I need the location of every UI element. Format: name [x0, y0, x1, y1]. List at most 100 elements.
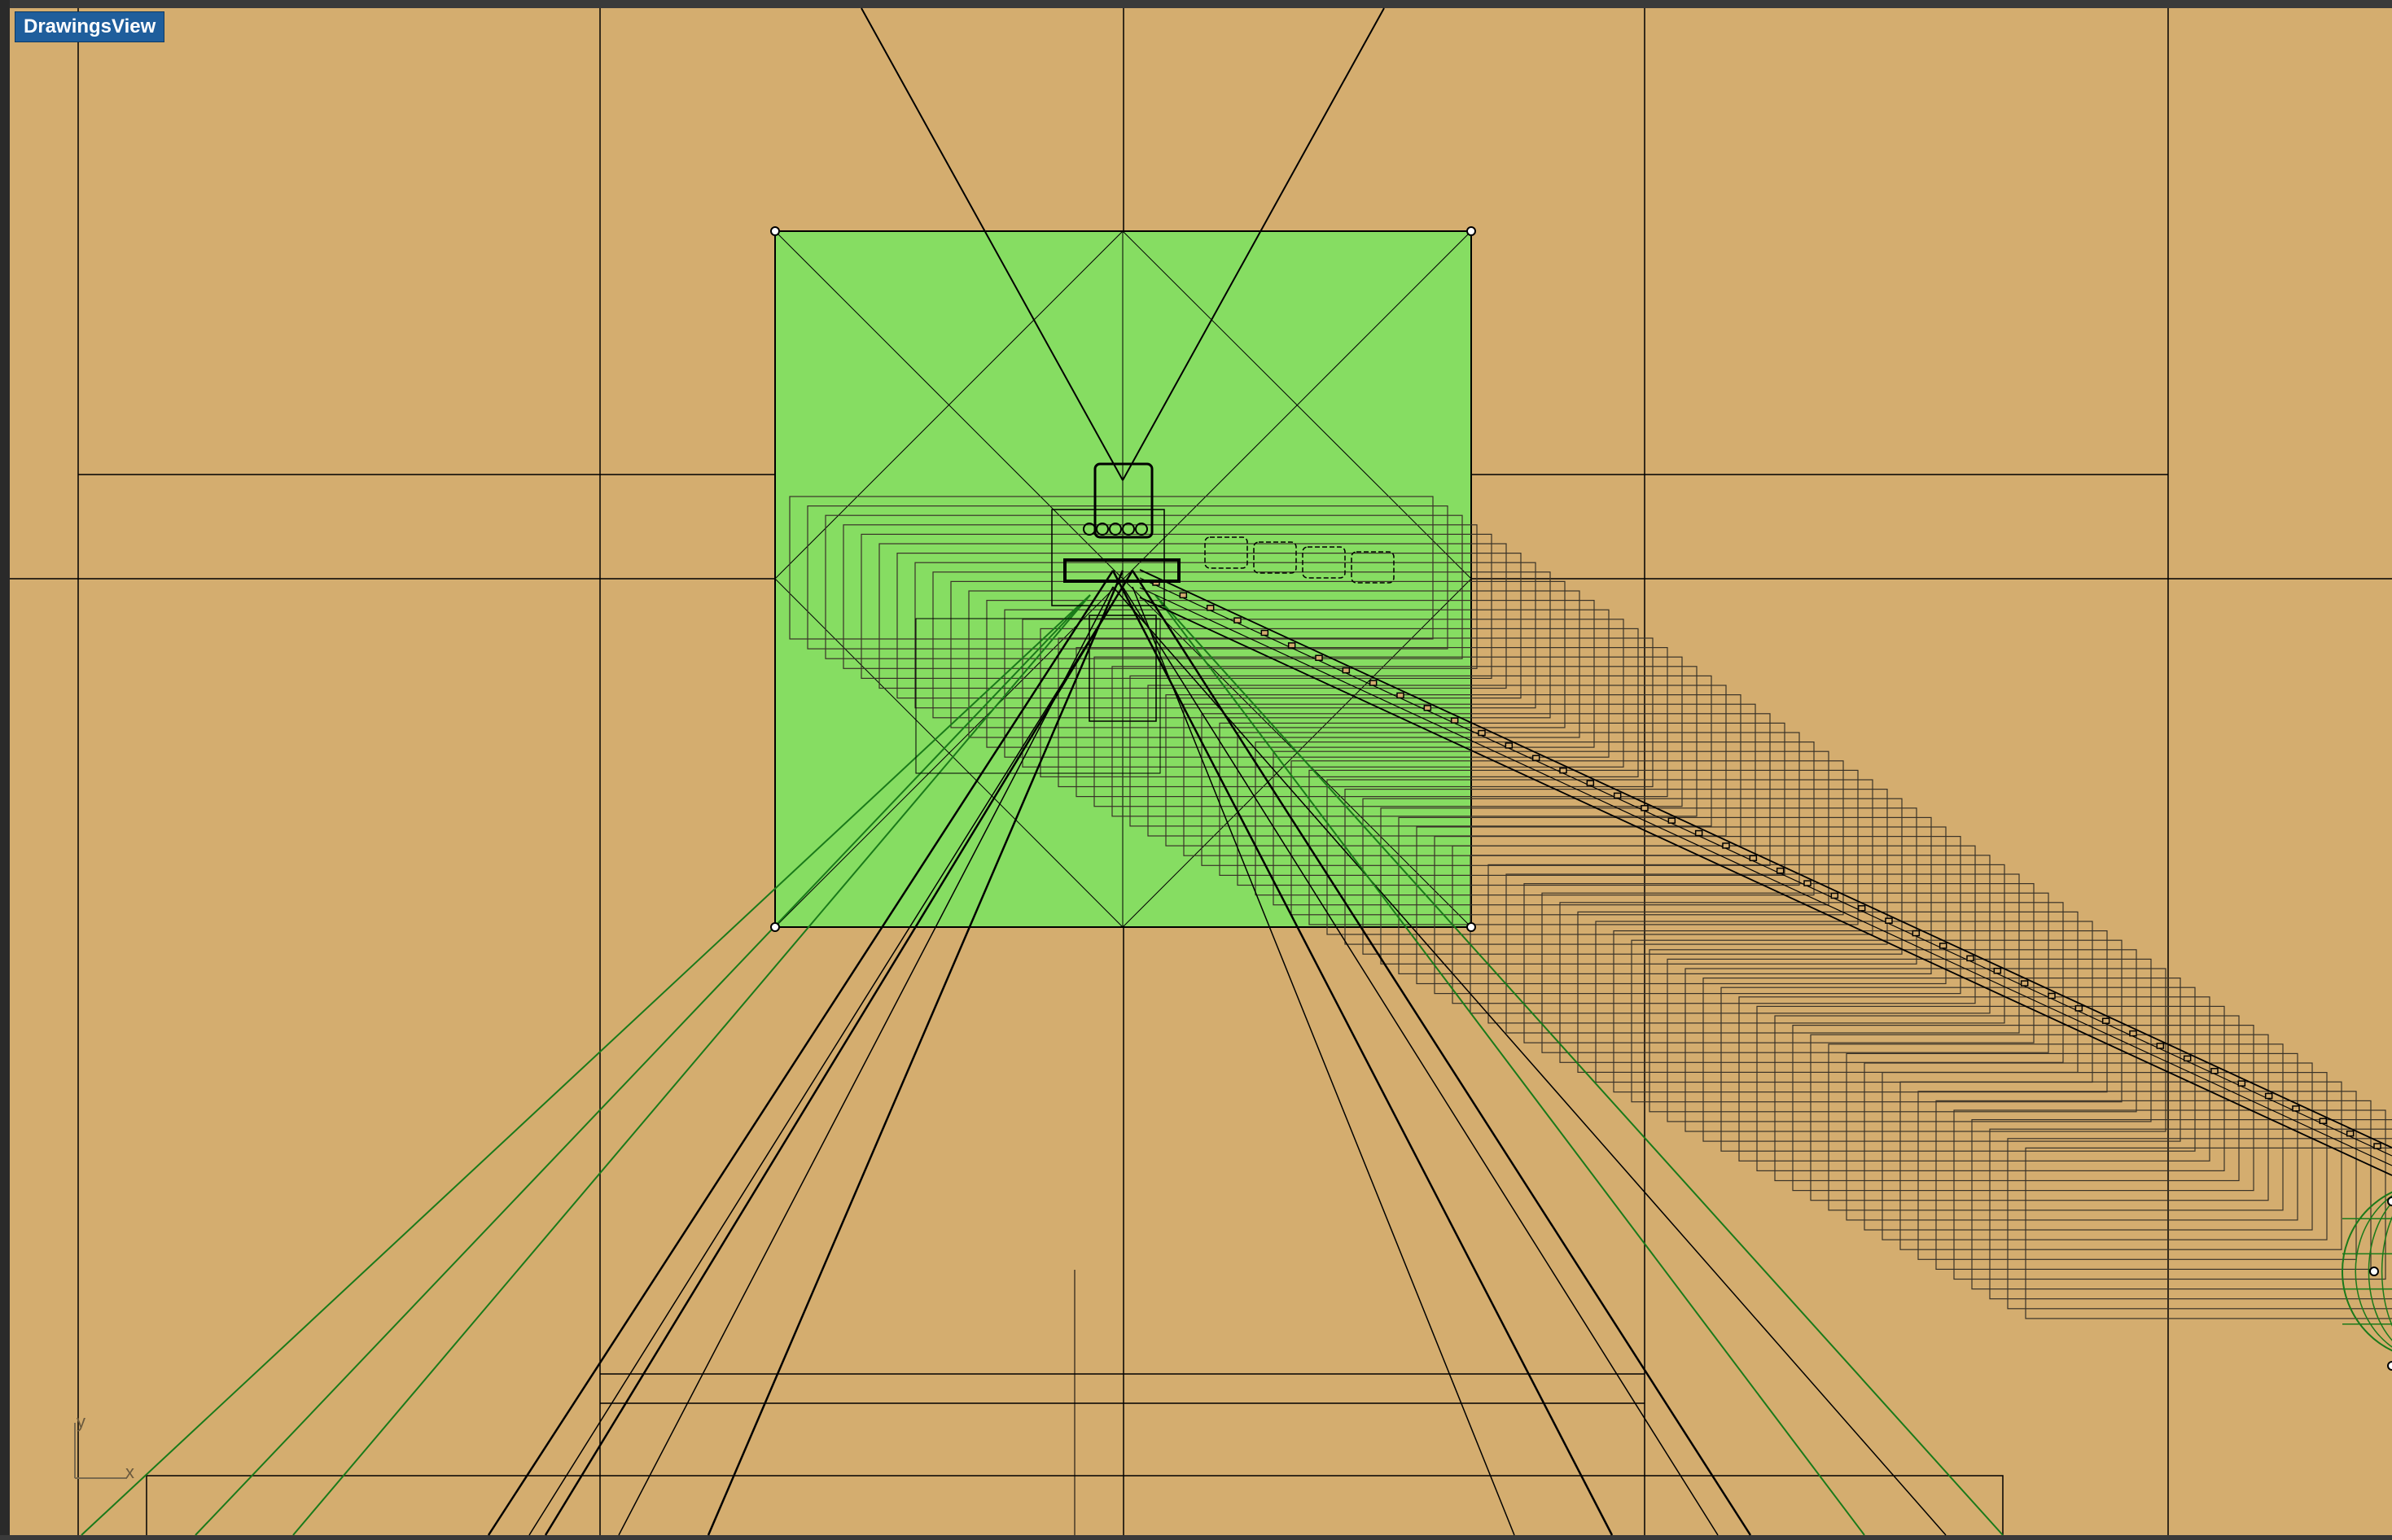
ray-top-right [1122, 7, 1385, 481]
frame-outline [1720, 987, 2196, 1152]
pipe-rail [1139, 569, 2392, 1148]
guide-ray [1154, 594, 1865, 1536]
pipe-node [1912, 930, 1921, 937]
perspective-ray [487, 570, 1115, 1536]
glyph-outline [1302, 546, 1346, 579]
pipe-node [2156, 1043, 2165, 1049]
frame-outline [1559, 902, 2064, 1063]
pipe-node [1531, 755, 1540, 762]
ray-top-left [861, 7, 1124, 481]
control-point-icon [2369, 1267, 2379, 1276]
pipe-node [2048, 992, 2056, 1000]
frame-outline [1093, 656, 1683, 807]
guide-ray [292, 594, 1091, 1536]
frame-outline [2025, 1147, 2392, 1319]
frame-outline [1953, 1109, 2386, 1280]
pipe-node [2020, 980, 2029, 987]
frame-outline [1434, 835, 1961, 995]
control-point-icon [1466, 226, 1476, 236]
control-point-icon [2387, 1361, 2392, 1371]
perspective-ray [528, 586, 1124, 1536]
central-ring [1083, 523, 1096, 536]
central-ring [1135, 523, 1148, 536]
perspective-ray [1132, 586, 1515, 1536]
pipe-node [2183, 1055, 2192, 1062]
perspective-ray [1131, 570, 1752, 1536]
frame-outline [1631, 939, 2123, 1103]
pipe-node [1641, 805, 1649, 812]
frame-outline [1219, 722, 1785, 877]
pipe-node [1586, 780, 1595, 786]
pipe-node [1694, 829, 1703, 837]
pipe-node [2237, 1080, 2246, 1087]
frame-outline [1846, 1052, 2298, 1221]
frame-outline [1290, 760, 1844, 916]
frame-outline [1613, 930, 2108, 1093]
frame-outline [1111, 666, 1698, 817]
frame-outline [1577, 911, 2079, 1074]
frame-outline [1237, 732, 1800, 886]
pipe-node [2074, 1005, 2083, 1012]
frame-outline [1595, 921, 2093, 1083]
pipe-node [1505, 742, 1514, 749]
perspective-ray [1112, 586, 1947, 1536]
pipe-node [1396, 692, 1404, 699]
frame-outline [1505, 873, 2020, 1034]
central-ring [1096, 523, 1109, 536]
perspective-rays [81, 7, 2004, 1536]
central-ring [1109, 523, 1122, 536]
perspective-ray [1122, 586, 1719, 1536]
frame-outline [1326, 779, 1873, 935]
guide-ray [195, 594, 1091, 1536]
pipe-rail [1139, 587, 2392, 1166]
square-construction-lines [774, 230, 1472, 928]
stacked-frames [789, 496, 2392, 1319]
frame-outline [1864, 1062, 2313, 1231]
central-shadow-frame [915, 618, 1161, 774]
central-housing [1093, 462, 1154, 539]
axis-x-label: x [125, 1462, 134, 1482]
frame-outline [1058, 637, 1654, 788]
pipe-node [1233, 617, 1242, 623]
pipe-node [2292, 1105, 2300, 1112]
pipe-node [2346, 1130, 2355, 1137]
frame-outline [1989, 1128, 2392, 1300]
pipe-node [1966, 955, 1974, 962]
viewport-title-tab[interactable]: DrawingsView [15, 11, 165, 42]
frame-outline [1255, 741, 1815, 896]
pipe-rail [1139, 597, 2392, 1176]
control-point-icon [2387, 1197, 2392, 1206]
frame-outline [789, 496, 1434, 640]
frame-outline [1882, 1071, 2328, 1240]
control-point-icon [770, 922, 780, 932]
pipe-node [2319, 1118, 2328, 1124]
frame-outline [1541, 892, 2049, 1053]
pipe-node [1423, 705, 1432, 711]
pipe-node [1287, 642, 1296, 649]
pipe-node [1315, 654, 1323, 662]
pipe-node [1478, 729, 1486, 737]
pipe-node [1939, 943, 1947, 949]
central-ring [1122, 523, 1135, 536]
sphere-meridian [2355, 1195, 2392, 1348]
pipe-node [1993, 967, 2002, 974]
central-lower-block [1089, 615, 1157, 722]
pipe-node [1722, 842, 1730, 849]
sphere-meridian [2381, 1216, 2392, 1327]
frame-outline [1076, 646, 1668, 798]
frame-outline [1702, 977, 2181, 1142]
central-frame [1051, 509, 1165, 606]
frame-outline [968, 590, 1580, 738]
frame-outline [1380, 807, 1917, 965]
pipe-node [2101, 1017, 2110, 1024]
central-bar [1063, 558, 1181, 583]
pipe-node [1857, 905, 1866, 912]
frame-outline [896, 552, 1522, 699]
pipe-node [1559, 767, 1567, 774]
guide-ray [81, 594, 1091, 1536]
pipe-node [1776, 867, 1785, 874]
viewport-left-border [0, 0, 10, 1540]
viewport-top-border [0, 0, 2392, 8]
